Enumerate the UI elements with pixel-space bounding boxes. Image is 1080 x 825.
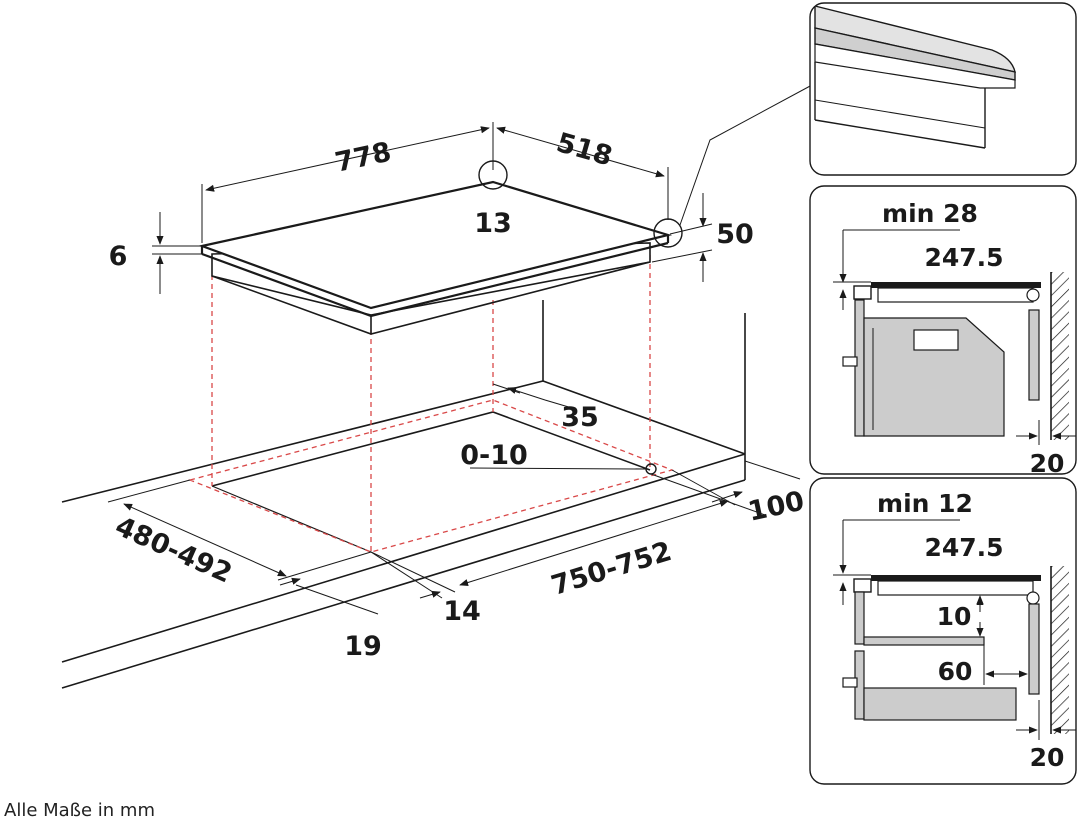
dim-750-752	[370, 469, 736, 593]
dim-480-492	[107, 479, 372, 581]
dim-6	[152, 212, 202, 294]
dim-14	[370, 551, 443, 599]
cutout-outline	[211, 411, 651, 553]
label-778: 778	[332, 137, 394, 179]
label-min-28: min 28	[882, 199, 978, 228]
wall-hatch-bottom	[1051, 566, 1069, 734]
label-10: 10	[937, 602, 972, 631]
label-518: 518	[553, 127, 616, 172]
detail-leader-line	[679, 84, 813, 226]
countertop	[61, 300, 746, 689]
label-0-10: 0-10	[460, 440, 528, 471]
measurement-unit-caption: Alle Maße in mm	[4, 800, 156, 821]
label-100: 100	[745, 486, 807, 528]
wall-hatch-top	[1051, 272, 1069, 440]
dim-518	[496, 126, 669, 220]
side-section-bottom: min 12 247.5 10 60 20	[809, 477, 1077, 785]
label-750-752: 750-752	[548, 536, 676, 602]
label-min-12: min 12	[877, 489, 973, 518]
label-480-492: 480-492	[111, 511, 237, 590]
dim-50	[651, 193, 713, 282]
label-20-top: 20	[1030, 449, 1065, 478]
label-13: 13	[474, 208, 512, 239]
label-14: 14	[443, 596, 481, 627]
main-hob-drawing: 778 518 6 13 50 35 0-10 100 480-492 750-…	[61, 84, 813, 689]
dim-19	[279, 577, 379, 615]
dim-0-10-leader	[469, 467, 647, 470]
dim-35	[492, 383, 573, 409]
label-35: 35	[561, 402, 599, 433]
label-6: 6	[109, 241, 128, 272]
edge-detail-panel	[809, 2, 1077, 176]
dim-778	[201, 122, 494, 243]
label-50: 50	[716, 219, 754, 250]
label-20-bottom: 20	[1030, 743, 1065, 772]
label-247-5-bottom: 247.5	[924, 533, 1003, 562]
label-60: 60	[938, 657, 973, 686]
label-19: 19	[344, 631, 382, 662]
side-section-top: min 28 247.5 20	[809, 185, 1077, 478]
label-247-5-top: 247.5	[924, 243, 1003, 272]
